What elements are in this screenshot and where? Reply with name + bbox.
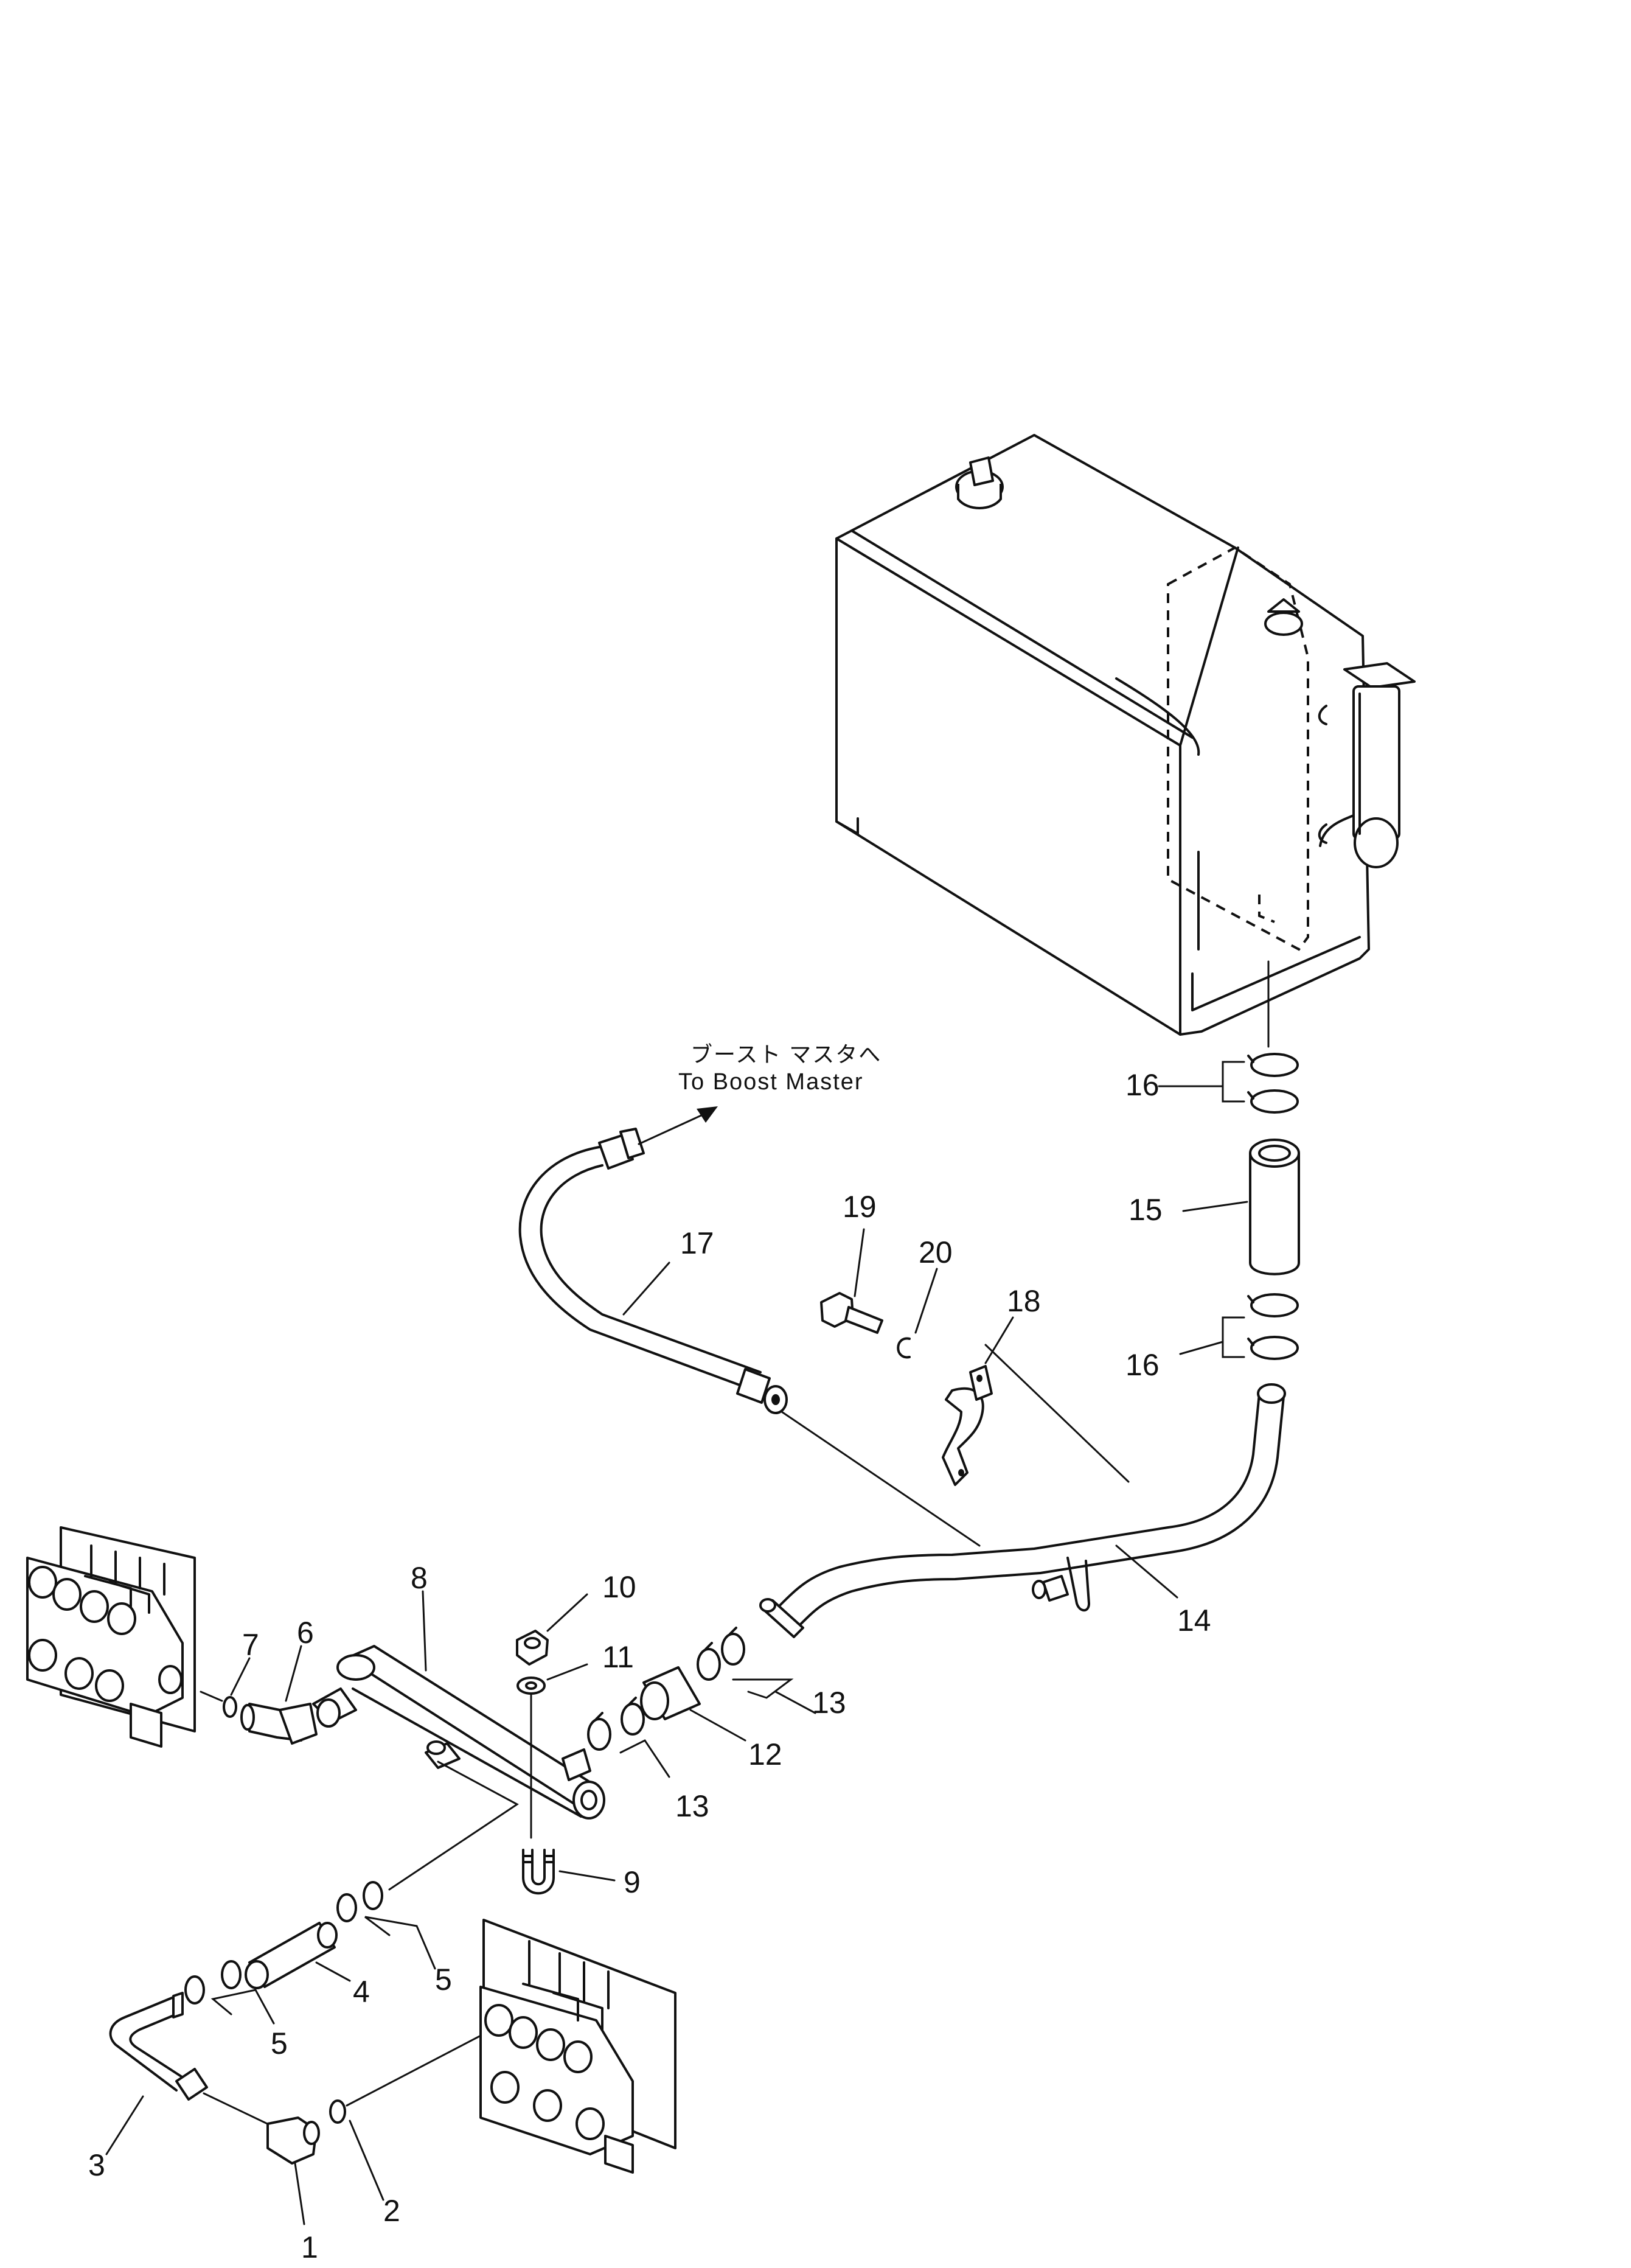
leader-3-to-1 [203, 2092, 275, 2128]
label-part-20: 20 [919, 1235, 953, 1269]
label-part-18: 18 [1007, 1284, 1041, 1318]
label-part-2: 2 [383, 2194, 400, 2228]
label-part-16-upper: 16 [1125, 1068, 1160, 1102]
callout-leaders [105, 1061, 1248, 2225]
part-8-manifold-pipe [312, 1645, 605, 1820]
label-part-5-lower: 5 [271, 2026, 288, 2060]
label-part-17: 17 [680, 1226, 714, 1260]
part-1-elbow-fitting [266, 2116, 320, 2165]
part-7-o-ring [223, 1696, 237, 1718]
part-15-hose [1249, 1139, 1300, 1275]
leader-valve-to-7 [200, 1691, 223, 1702]
leader-18-to-14 [984, 1344, 1130, 1483]
part-13-clamps-left [587, 1697, 645, 1751]
part-4-hose [245, 1922, 338, 1989]
destination-note-japanese: ブースト マスタへ [690, 1042, 882, 1067]
part-6-elbow-fitting [240, 1703, 318, 1745]
part-5-clamps-lower [184, 1960, 242, 2005]
part-16-lower-clamps [1247, 1293, 1299, 1360]
label-part-14: 14 [1177, 1603, 1211, 1638]
part-13-clamps-right [697, 1627, 745, 1681]
label-part-4: 4 [353, 1975, 370, 2009]
label-part-10: 10 [602, 1570, 636, 1604]
part-20-washer [897, 1337, 911, 1359]
part-2-o-ring [329, 2099, 346, 2124]
label-part-15: 15 [1128, 1193, 1163, 1227]
part-19-bolt [820, 1292, 883, 1334]
control-valve-lower [479, 1919, 676, 2174]
label-part-9: 9 [624, 1865, 641, 1899]
label-part-12: 12 [748, 1737, 782, 1771]
label-part-7: 7 [242, 1628, 259, 1662]
label-part-13-left: 13 [675, 1789, 709, 1823]
label-part-16-lower: 16 [1125, 1348, 1160, 1382]
part-14-return-pipe [759, 1383, 1286, 1638]
part-18-clip [942, 1365, 993, 1486]
part-17-hose-to-boost-master [518, 1106, 788, 1414]
leader-8-to-5 [388, 1760, 519, 1891]
label-part-1: 1 [301, 2230, 318, 2264]
part-5-clamps-upper [336, 1881, 383, 1922]
label-part-19: 19 [843, 1190, 877, 1224]
part-3-pipe [109, 1992, 208, 2101]
destination-note-english: To Boost Master [678, 1069, 864, 1095]
label-part-8: 8 [411, 1561, 428, 1595]
part-16-upper-clamps [1247, 1053, 1299, 1114]
part-9-u-bolt [522, 1849, 555, 1895]
label-part-11: 11 [602, 1640, 634, 1674]
label-part-6: 6 [297, 1616, 314, 1650]
part-10-nut [516, 1630, 549, 1666]
leader-17-to-14 [781, 1411, 981, 1547]
part-11-washer [516, 1677, 546, 1695]
label-part-5-upper: 5 [435, 1963, 452, 1997]
control-valve-upper [26, 1526, 196, 1748]
part-12-hose [640, 1666, 701, 1720]
label-part-13-right: 13 [812, 1686, 846, 1720]
label-part-3: 3 [88, 2148, 105, 2182]
hydraulic-tank [835, 434, 1416, 1036]
leader-2-to-valve [346, 2031, 488, 2107]
